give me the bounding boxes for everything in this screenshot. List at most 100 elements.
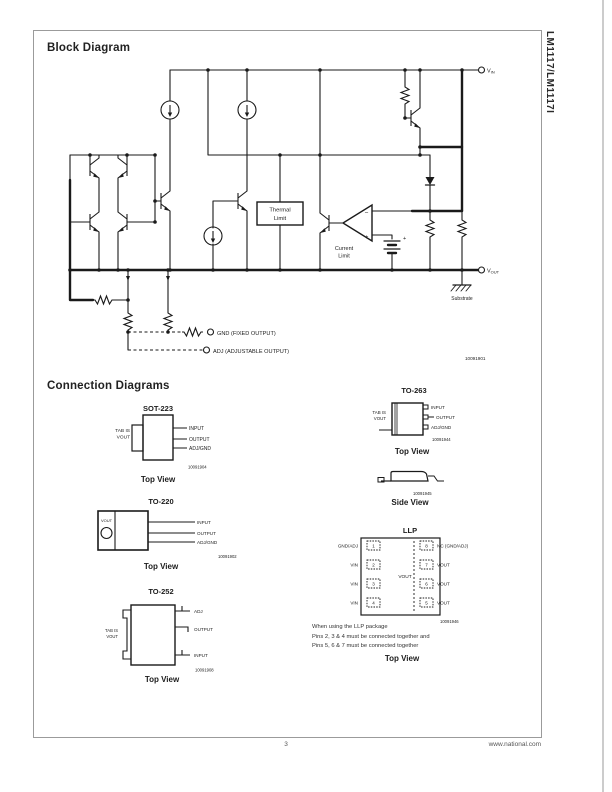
adj-output-label: ADJ (ADJUSTABLE OUTPUT) (213, 349, 289, 355)
llp-view-label: Top View (384, 654, 420, 663)
current-limit-label-1: Current (335, 246, 354, 252)
terminals (202, 66, 486, 354)
to220-title: TO-220 (148, 497, 173, 506)
pin-label: INPUT (431, 405, 445, 410)
to252-diagram: TO-252 TAB IS VOUT ADJ OUTPUT INPUT 1009… (105, 587, 214, 684)
page-border (33, 30, 542, 738)
pin-label: ADJ (194, 609, 203, 614)
connection-diagrams-heading: Connection Diagrams (47, 380, 170, 392)
to220-mounting-hole (100, 526, 113, 540)
to252-title: TO-252 (148, 587, 173, 596)
schematic-dashed-wires (128, 331, 203, 351)
vout-label: VOUT (487, 269, 500, 275)
pin-label: ADJ/GND (189, 446, 211, 452)
block-diagram-schematic: VIN VOUT Thermal Limit Current Limit − +… (68, 66, 500, 361)
to252-tab-profile (122, 609, 131, 660)
svg-text:6: 6 (425, 581, 428, 586)
svg-text:VIN: VIN (350, 562, 358, 567)
figure-code: 10091908 (195, 668, 214, 673)
diode (425, 177, 435, 185)
llp-right-pin-labels: NC (GND/ADJ) VOUT VOUT VOUT (437, 543, 469, 605)
svg-text:5: 5 (425, 600, 428, 605)
pin-label: ADJ/GND (431, 425, 452, 430)
to263-leads (379, 416, 434, 431)
to252-pin-1 (175, 606, 190, 612)
figure-code: 10091902 (218, 554, 237, 559)
substrate-label: Substrate (451, 296, 473, 302)
tab-label: VOUT (374, 416, 387, 421)
figure-code: 10091904 (188, 465, 207, 470)
comparator-minus: − (365, 210, 369, 217)
llp-note-line: When using the LLP package (312, 624, 388, 630)
sot223-body (142, 414, 174, 461)
pin-label: INPUT (189, 426, 204, 432)
arrow (166, 276, 170, 281)
llp-diagram: LLP 1 2 3 4 8 7 6 5 VOUT GND/ADJ VIN VIN… (338, 526, 469, 624)
svg-text:1: 1 (372, 543, 375, 548)
pin-label: OUTPUT (197, 531, 216, 536)
side-tab (377, 477, 385, 483)
tab-label: VOUT (106, 634, 118, 639)
tab-label: TAB IS (105, 628, 118, 633)
vout-terminal (477, 266, 486, 274)
to252-pin-3 (175, 650, 190, 656)
tab-label: TAB IS (115, 428, 130, 434)
svg-text:NC (GND/ADJ): NC (GND/ADJ) (437, 543, 469, 548)
to220-body (97, 510, 149, 551)
current-limit-label-2: Limit (338, 254, 350, 260)
current-source-1 (160, 100, 180, 120)
gnd-terminal (206, 328, 215, 336)
figure-code: 10091945 (413, 491, 432, 496)
svg-text:2: 2 (372, 562, 375, 567)
figure-code: 10091901 (465, 356, 486, 361)
svg-text:4: 4 (372, 600, 375, 605)
svg-text:GND/ADJ: GND/ADJ (338, 543, 358, 548)
page-edge-shadow (602, 0, 604, 792)
website-url: www.national.com (488, 741, 541, 748)
pin-label: INPUT (197, 520, 211, 525)
svg-text:VIN: VIN (350, 600, 358, 605)
to263-view-label: Top View (395, 447, 430, 456)
to220-diagram: TO-220 VOUT INPUT OUTPUT ADJ/GND 1009190… (97, 497, 237, 571)
svg-text:VOUT: VOUT (437, 562, 450, 567)
llp-title: LLP (403, 526, 417, 535)
pin-label: OUTPUT (194, 627, 213, 632)
current-source-2 (237, 100, 257, 120)
to220-view-label: Top View (144, 562, 179, 571)
comparator-plus: + (365, 234, 369, 241)
pin-label: INPUT (194, 653, 208, 658)
tab-label: TAB IS (372, 410, 386, 415)
pin-label: OUTPUT (189, 437, 210, 443)
block-diagram-heading: Block Diagram (47, 42, 131, 54)
llp-body (360, 537, 441, 616)
svg-text:8: 8 (425, 543, 428, 548)
to263-pad (422, 404, 429, 410)
llp-note-line: Pins 5, 6 & 7 must be connected together (312, 643, 419, 649)
to263-title: TO-263 (401, 386, 426, 395)
figure-code: 10091946 (440, 619, 459, 624)
schematic-bold-wires (68, 68, 480, 302)
to252-body (130, 604, 176, 666)
to263-pad (422, 414, 429, 420)
llp-left-pin-labels: GND/ADJ VIN VIN VIN (338, 543, 358, 605)
thermal-limit-box (256, 201, 304, 226)
current-limit-comparator (341, 203, 373, 243)
sidebar-part-number: LM1117/LM1117I (544, 31, 555, 114)
to252-view-label: Top View (145, 675, 180, 684)
side-lead (428, 475, 444, 482)
to263-side-view-diagram: 10091945 Side View (377, 470, 444, 507)
figure-code: 10091944 (432, 437, 451, 442)
page-number: 3 (284, 741, 288, 748)
llp-pin-numbers: 1 2 3 4 8 7 6 5 (372, 543, 428, 605)
llp-note-line: Pins 2, 3 & 4 must be connected together… (312, 633, 430, 640)
llp-pads (366, 540, 434, 608)
svg-text:VOUT: VOUT (437, 581, 450, 586)
svg-text:7: 7 (425, 562, 428, 567)
sot223-pins (173, 427, 187, 449)
to263-diagram: TO-263 INPUT OUTPUT ADJ/GND TAB IS VOUT … (372, 386, 455, 456)
thermal-label-2: Limit (274, 216, 287, 222)
junction-dots (68, 68, 464, 334)
svg-text:3: 3 (372, 581, 375, 586)
tab-label: VOUT (101, 518, 113, 523)
